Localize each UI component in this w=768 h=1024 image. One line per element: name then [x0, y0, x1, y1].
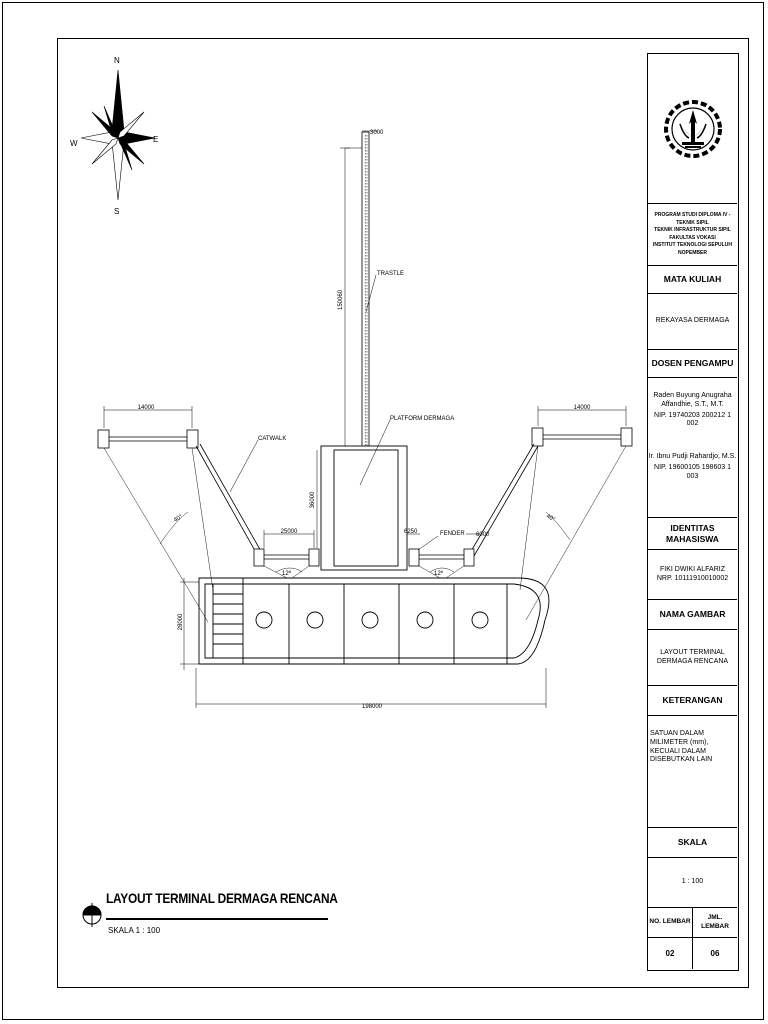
drawing-title-block: LAYOUT TERMINAL DERMAGA RENCANA SKALA 1 … [78, 886, 338, 946]
platform-dermaga [320, 445, 408, 571]
platform-label: PLATFORM DERMAGA [390, 416, 454, 422]
drawing-scale: SKALA 1 : 100 [108, 926, 161, 935]
compass-s-label: S [114, 207, 119, 216]
bay-small-dim: 6250 [404, 529, 418, 535]
institution-line-4: INSTITUT TEKNOLOGI SEPULUH NOPEMBER [653, 242, 732, 256]
student-header: IDENTITAS MAHASISWA [648, 518, 737, 550]
institution-line-2: TEKNIK INFRASTRUKTUR SIPIL [654, 227, 731, 233]
catwalk-label: CATWALK [258, 436, 286, 442]
student-cell: FIKI DWIKI ALFARIZ NRP. 10111910010002 [648, 550, 737, 600]
sheet-total: 06 [710, 948, 720, 958]
student-name: FIKI DWIKI ALFARIZ [660, 565, 725, 573]
institution-cell: PROGRAM STUDI DIPLOMA IV - TEKNIK SIPIL … [648, 204, 737, 266]
notes-header: KETERANGAN [648, 686, 737, 716]
trestle [361, 131, 370, 449]
lecturer-cell: Raden Buyung Anugraha Affandhie, S.T., M… [648, 378, 737, 518]
mooring-left-label: 12ª [282, 570, 292, 577]
lecturer-1-name: Raden Buyung Anugraha Affandhie, S.T., M… [653, 392, 732, 408]
compass-e-label: E [153, 135, 158, 144]
drawing-title: LAYOUT TERMINAL DERMAGA RENCANA [106, 890, 338, 906]
bay-right-dim: 6000 [476, 532, 490, 538]
notes-text: SATUAN DALAM MILIMETER (mm), KECUALI DAL… [648, 716, 737, 828]
bay-left-dim: 25000 [281, 529, 298, 535]
sheet-header-row: NO. LEMBAR JML. LEMBAR [648, 908, 737, 938]
mooring-dolphin-group [97, 427, 633, 449]
lecturer-2-nip: NIP. 19600105 198603 1 003 [654, 463, 731, 480]
angle-right-label: 40° [545, 514, 556, 524]
course-header: MATA KULIAH [648, 266, 737, 294]
lecturer-2-name: Ir. Ibnu Pudji Rahardjo, M.S. [648, 453, 737, 460]
sheet-total-header: JML. LEMBAR [701, 914, 729, 930]
lecturer-1-nip: NIP. 19740203 200212 1 002 [654, 411, 731, 428]
drawing-name-header: NAMA GAMBAR [648, 600, 737, 630]
total-length-dim: 198000 [362, 704, 383, 710]
ship-height-dim: 28000 [178, 613, 184, 630]
sheet-value-row: 02 06 [648, 938, 737, 969]
drawing-border [57, 38, 749, 988]
title-block-table: PROGRAM STUDI DIPLOMA IV - TEKNIK SIPIL … [647, 53, 739, 971]
sheet-no-header: NO. LEMBAR [648, 908, 693, 937]
trestle-label: TRASTLE [377, 271, 404, 277]
ship-hull [198, 577, 550, 665]
fender-label: FENDER [440, 531, 465, 537]
course-name: REKAYASA DERMAGA [648, 294, 737, 350]
platform-height-dim: 36000 [310, 491, 316, 508]
institution-line-1: PROGRAM STUDI DIPLOMA IV - TEKNIK SIPIL [654, 212, 731, 226]
sheet-no: 02 [648, 938, 693, 969]
trestle-width-dim: 3000 [370, 130, 384, 136]
scale-header: SKALA [648, 828, 737, 858]
lecturer-header: DOSEN PENGAMPU [648, 350, 737, 378]
title-underline [106, 918, 328, 920]
its-logo-icon [663, 99, 722, 158]
mooring-right-label: 12ª [434, 570, 444, 577]
logo-cell [648, 54, 737, 204]
breasting-dolphin-group [253, 548, 475, 567]
left-width-dim: 14000 [138, 405, 155, 411]
student-nrp: NRP. 10111910010002 [656, 574, 729, 582]
institution-line-3: FAKULTAS VOKASI [669, 234, 716, 241]
compass-w-label: W [70, 139, 78, 148]
section-symbol-icon [82, 903, 102, 927]
compass-rose-icon [80, 69, 156, 201]
drawing-name: LAYOUT TERMINAL DERMAGA RENCANA [648, 630, 737, 686]
trestle-length-dim: 150060 [338, 289, 344, 310]
scale-value: 1 : 100 [648, 858, 737, 908]
right-width-dim: 14000 [574, 405, 591, 411]
angle-left-label: 40° [173, 514, 184, 524]
compass-n-label: N [114, 56, 120, 65]
